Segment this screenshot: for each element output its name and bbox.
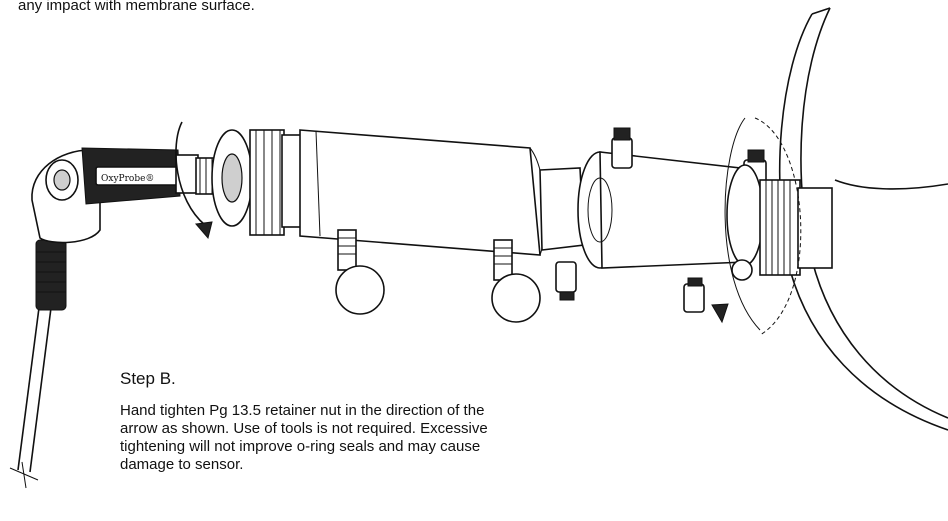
wall-compression-nut: [726, 164, 833, 281]
step-title: Step B.: [120, 369, 176, 388]
retainer-nut: [211, 129, 313, 236]
ball-valve-center: [491, 239, 541, 323]
probe-handle: OxyProbe®: [81, 147, 225, 205]
housing-body: [299, 129, 546, 256]
intro-text: any impact with membrane surface.: [18, 0, 255, 14]
flange-segment: [539, 151, 746, 269]
probe-brand-label: OxyProbe®: [101, 174, 154, 184]
fitting-top-left: [611, 127, 633, 169]
wall-rotation-arrow: [711, 117, 802, 336]
step-instructions: Hand tighten Pg 13.5 retainer nut in the…: [120, 402, 488, 473]
ball-valve-left: [335, 229, 385, 315]
fitting-lower-left: [555, 261, 577, 301]
cable-connector: [31, 149, 101, 311]
fitting-lower-right: [683, 277, 705, 313]
cable: [9, 299, 53, 489]
retainer-rotation-arrow: [175, 121, 213, 240]
